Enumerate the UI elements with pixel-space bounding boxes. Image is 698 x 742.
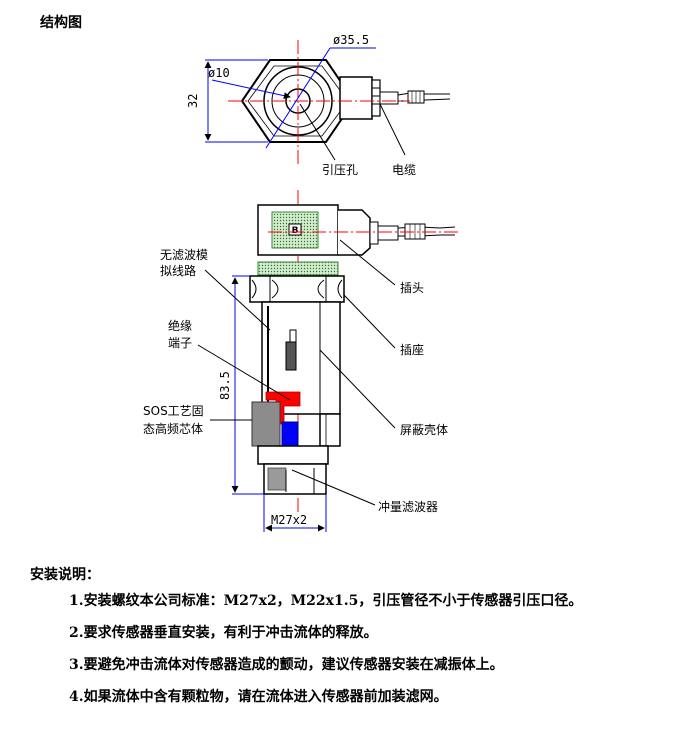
thread-label: M27x2 <box>271 513 307 527</box>
leader-plug <box>339 239 396 286</box>
plug-green-window <box>271 211 319 249</box>
side-view: B <box>197 190 460 532</box>
no-filter-circuit-line2: 拟线路 <box>160 263 196 278</box>
top-view <box>204 40 451 165</box>
dia-inner-line <box>211 79 291 100</box>
bottom-hex <box>257 445 329 465</box>
leader-pressure-hole <box>299 103 336 161</box>
dia-inner-label: ø10 <box>208 66 230 80</box>
length-label: 83.5 <box>218 371 232 400</box>
socket-label: 插座 <box>400 342 424 357</box>
shield-shell-label: 屏蔽壳体 <box>400 423 448 437</box>
install-notes-title: 安装说明： <box>30 567 100 583</box>
leader-socket <box>343 294 396 349</box>
height-top-label: 32 <box>186 94 200 108</box>
sos-core-line2: 态高频芯体 <box>143 421 203 436</box>
no-filter-circuit-line1: 无滤波模 <box>160 248 208 262</box>
leader-cable <box>379 103 406 156</box>
plug-mark: B <box>292 226 299 236</box>
cable-label: 电缆 <box>392 163 416 177</box>
sos-core-line1: SOS工艺固 <box>143 404 204 418</box>
insulated-terminal-line2: 端子 <box>168 336 192 350</box>
sos-core-gray <box>251 401 281 447</box>
diagram-title: 结构图 <box>40 15 82 31</box>
install-note-1: 1.安装螺纹本公司标准：M27x2，M22x1.5，引压管径不小于传感器引压口径… <box>69 593 583 609</box>
dia-outer-line <box>265 47 331 149</box>
leader-insulated <box>197 344 291 401</box>
hex-nut-inner <box>247 65 349 137</box>
plug-gasket <box>257 261 339 276</box>
install-note-3: 3.要避免冲击流体对传感器造成的颤动，建议传感器安装在减振体上。 <box>69 657 504 673</box>
leader-shield <box>319 349 396 429</box>
connector-block <box>285 341 297 371</box>
socket-hex <box>249 275 345 303</box>
install-note-4: 4.如果流体中含有颗粒物，请在流体进入传感器前加装滤网。 <box>69 689 448 705</box>
cable-gland <box>339 76 373 120</box>
plug-label: 插头 <box>400 281 424 295</box>
install-note-2: 2.要求传感器垂直安装，有利于冲击流体的释放。 <box>69 625 378 641</box>
insulated-terminal-line1: 绝缘 <box>168 318 192 333</box>
leader-impulse-filter <box>291 469 376 506</box>
dia-outer-label: ø35.5 <box>333 33 369 47</box>
sensor-structure-diagram: ø35.5 ø10 32 引压孔 电缆 B <box>143 33 460 532</box>
leader-no-filter <box>204 269 271 331</box>
pressure-hole-label: 引压孔 <box>322 163 358 177</box>
impulse-filter-label: 冲量滤波器 <box>378 499 438 514</box>
